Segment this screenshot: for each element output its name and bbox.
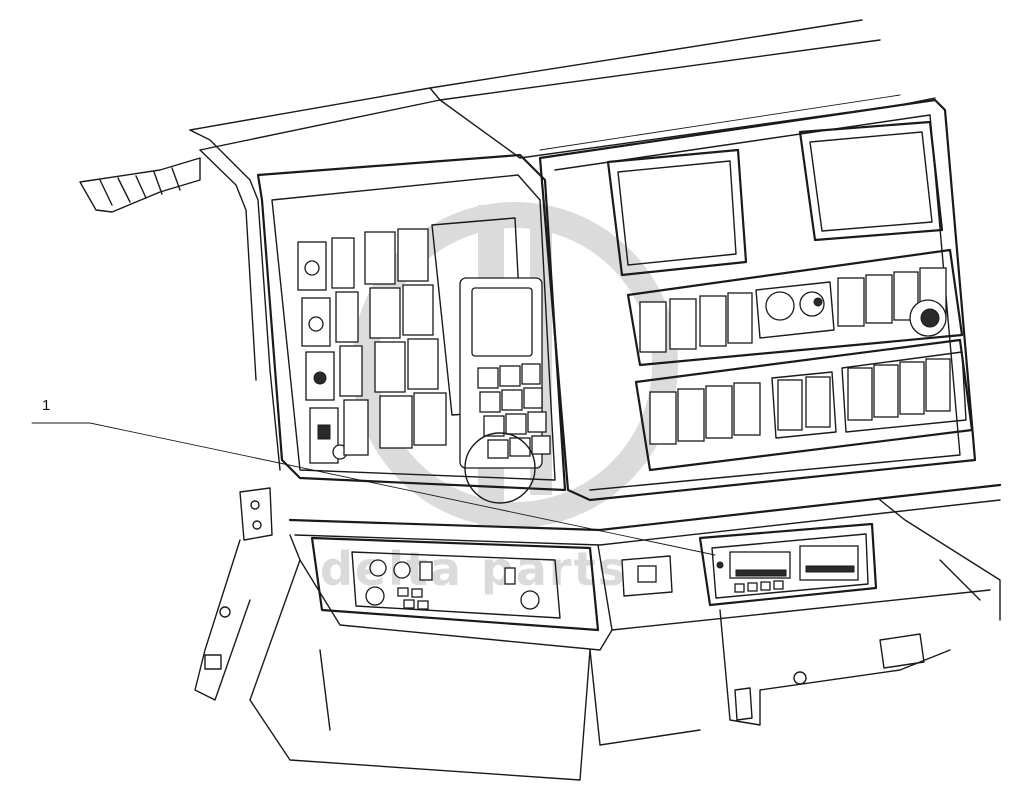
callout-label-1: 1: [42, 397, 50, 414]
callout-1: 1: [31, 397, 716, 556]
upper-switch-bank: [626, 248, 964, 367]
heater-control-panel: [310, 536, 600, 632]
small-switch-column: [331, 237, 369, 456]
lower-brackets: [194, 487, 1001, 781]
small-connector: [621, 555, 673, 597]
right-instrument-panel: [538, 98, 977, 502]
lower-dash-panel: [194, 483, 1002, 781]
left-mounting-bracket: [79, 129, 281, 471]
callout-leader-1: [31, 422, 716, 556]
display-screens: [606, 120, 944, 277]
left-switch-panel: [256, 153, 567, 504]
watermark-text: delta parts: [320, 542, 627, 596]
lower-switch-bank: [634, 338, 974, 472]
dash-top-cover: [189, 19, 936, 159]
display-keypad: [431, 217, 551, 469]
switch-grid: [364, 228, 447, 449]
tachograph-radio-unit: [698, 522, 878, 607]
